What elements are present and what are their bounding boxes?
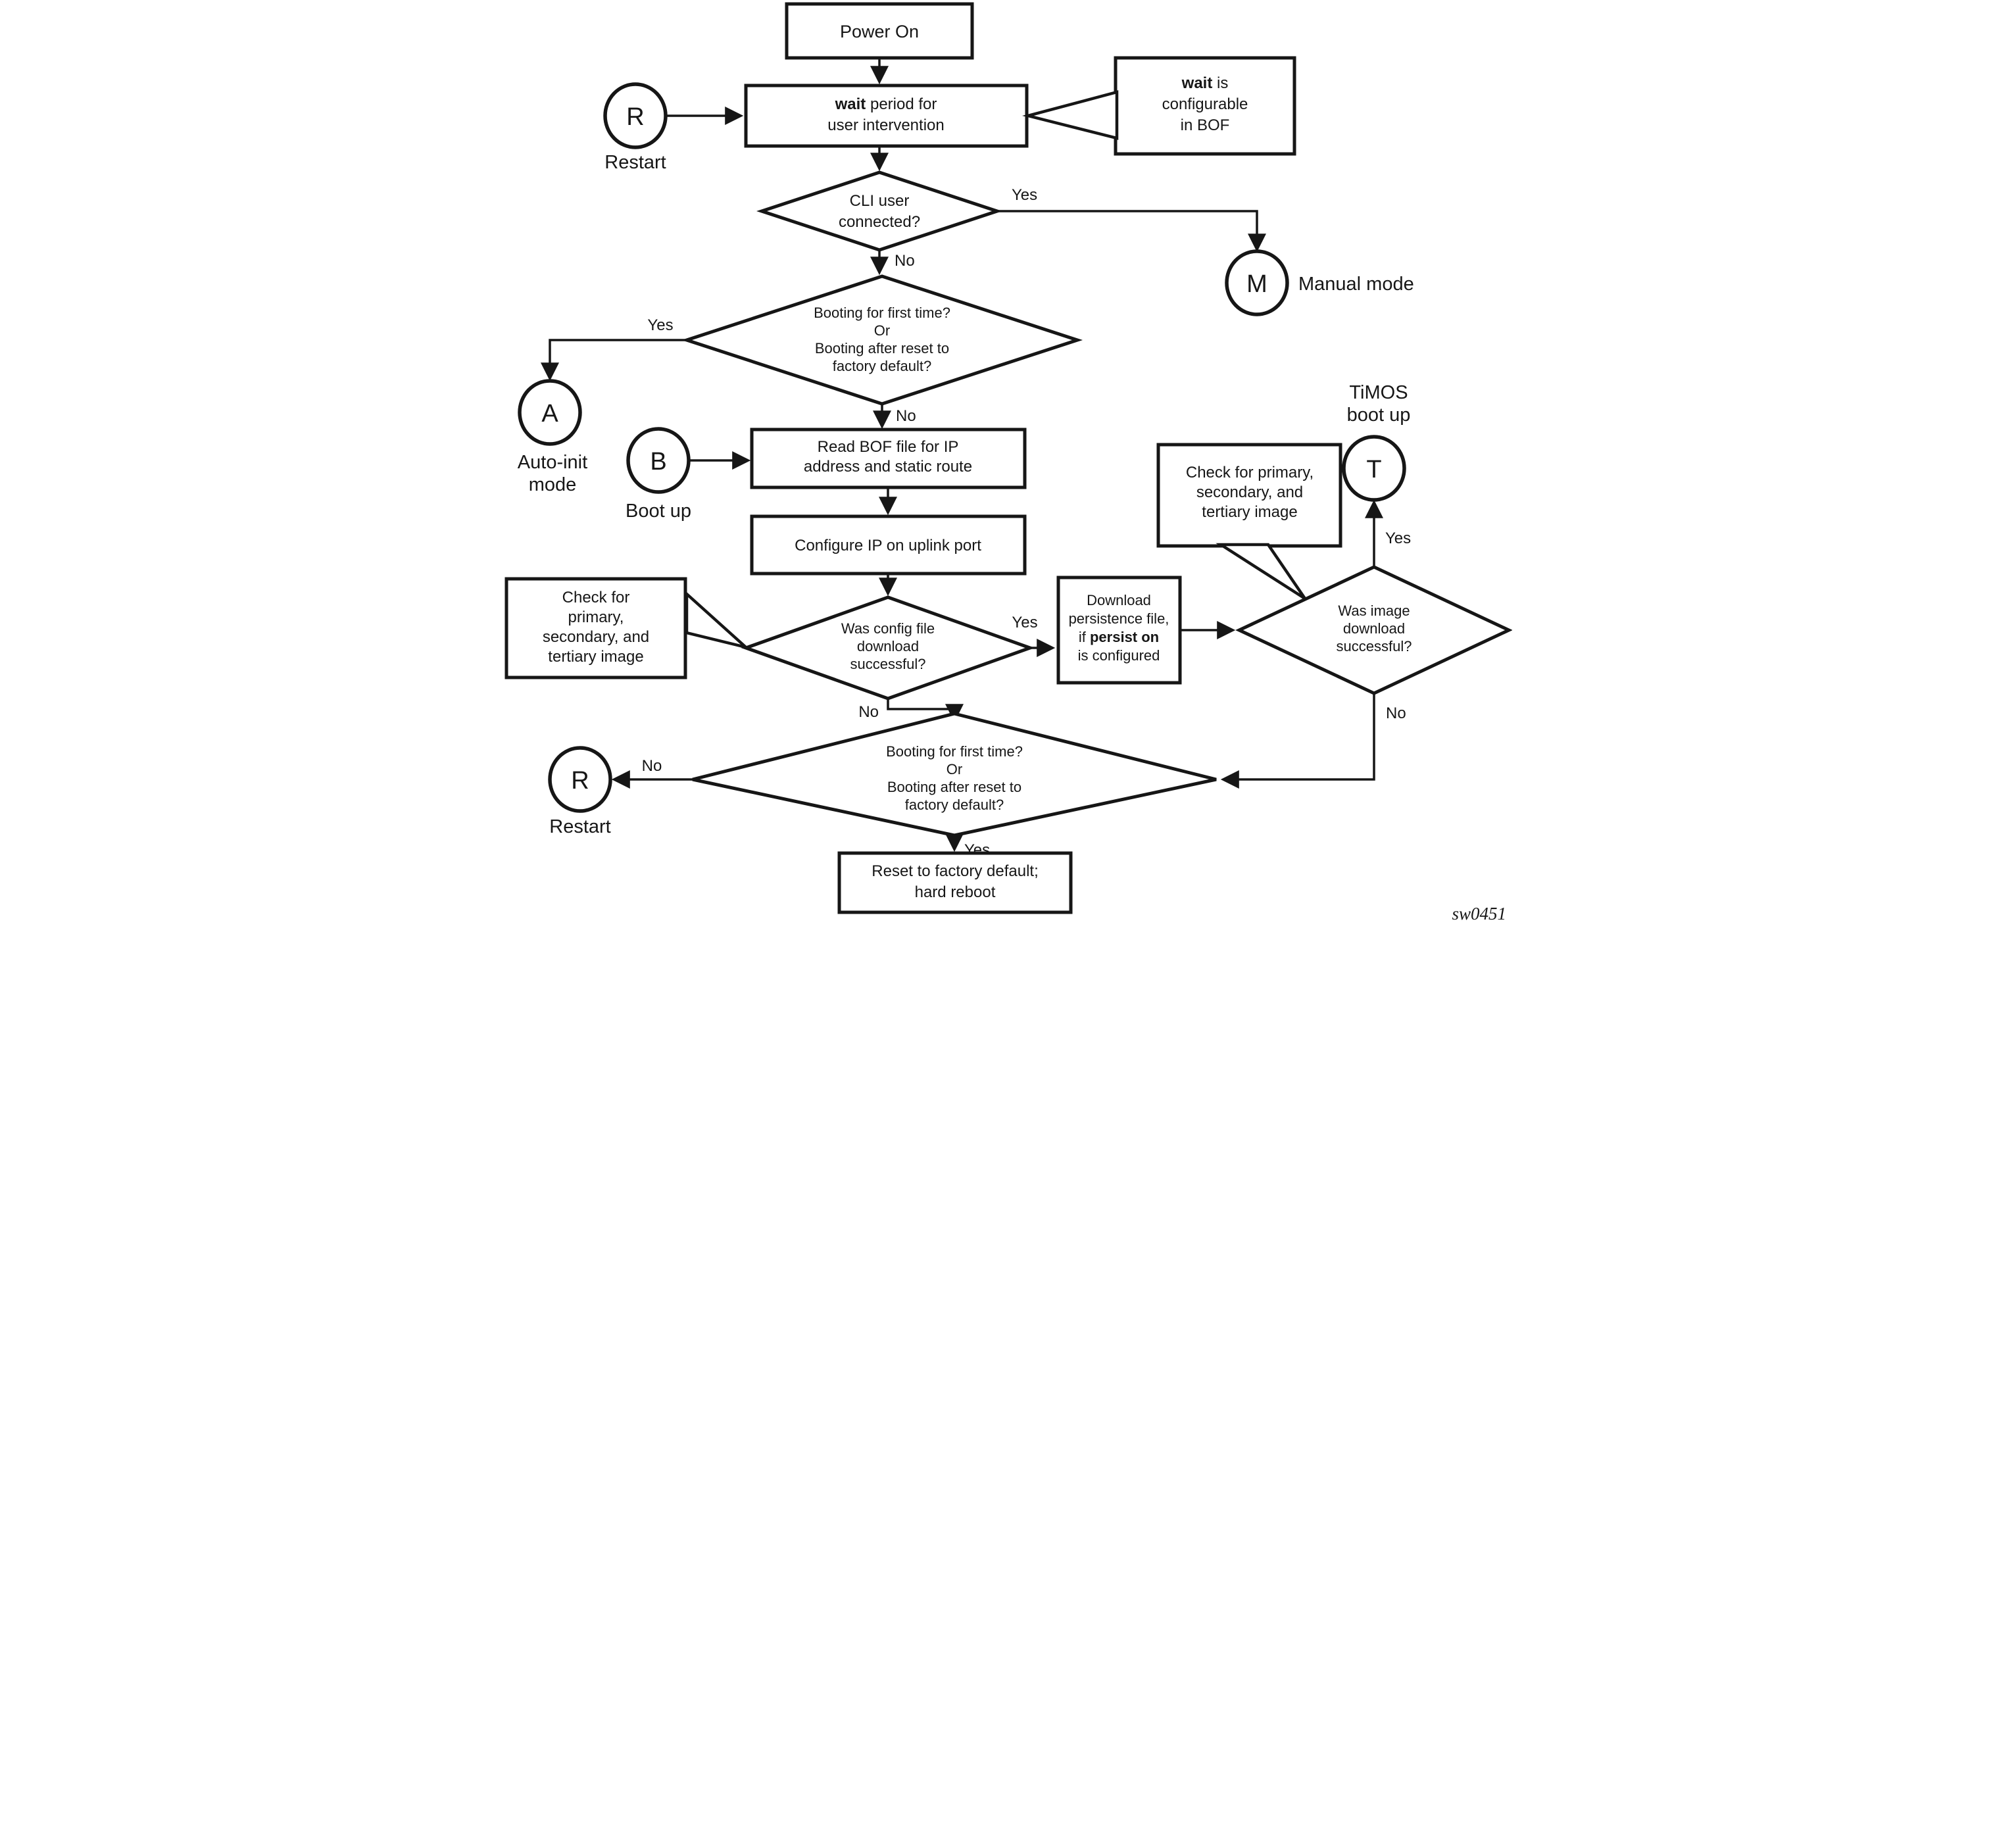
restart-top-circle [603, 82, 668, 149]
image-callout-left-line4: tertiary image [548, 648, 643, 666]
power-on-label: Power On [840, 22, 919, 41]
boot-up-circle [626, 427, 691, 494]
read-bof-line1: Read BOF file for IP [818, 438, 959, 456]
image-download-diamond [1235, 565, 1512, 695]
connectors [541, 58, 1383, 852]
timos-letter: T [1366, 456, 1381, 483]
boot-up-label: Boot up [626, 501, 691, 522]
boot-top-no-label: No [896, 407, 916, 425]
boot-bottom-line1: Booting for first time? [886, 743, 1023, 760]
image-callout-left-line2: primary, [568, 608, 624, 626]
image-callout-right-line1: Check for primary, [1186, 464, 1314, 481]
timos-label2: boot up [1347, 405, 1411, 426]
image-callout-right-box [1156, 443, 1342, 548]
config-diamond-line1: Was config file [841, 620, 935, 637]
configure-ip-box [750, 514, 1027, 576]
image-diamond-line2: download [1343, 620, 1405, 637]
download-persistence-box [1056, 576, 1182, 685]
configure-ip-label: Configure IP on uplink port [795, 537, 981, 554]
boot-bottom-line4: factory default? [905, 797, 1004, 813]
manual-mode-circle [1225, 249, 1289, 316]
download-line2: persistence file, [1069, 610, 1169, 627]
wait-callout-tail [1022, 90, 1119, 140]
reset-factory-box [837, 851, 1073, 914]
boot-flowchart-svg: Power On wait period for user interventi… [504, 2, 1512, 923]
edge-bootdiamond-yes-to-autoinit [541, 339, 687, 381]
wait-period-line2: user intervention [827, 116, 944, 134]
auto-init-label2: mode [529, 474, 577, 495]
image-callout-left-box [504, 577, 687, 679]
image-diamond-line3: successful? [1337, 638, 1412, 654]
cli-yes-label: Yes [1012, 186, 1037, 204]
cli-diamond-line2: connected? [839, 213, 920, 231]
wait-callout-line3: in BOF [1181, 116, 1230, 134]
booting-first-time-top-diamond [681, 274, 1083, 406]
config-download-diamond [741, 595, 1035, 701]
config-diamond-line3: successful? [850, 656, 926, 672]
boot-top-line3: Booting after reset to [815, 340, 949, 357]
reset-line1: Reset to factory default; [872, 862, 1038, 880]
timos-label1: TiMOS [1349, 382, 1408, 403]
cli-no-label: No [895, 252, 915, 270]
restart-bottom-letter: R [571, 767, 589, 795]
auto-init-letter: A [541, 400, 558, 428]
config-diamond-line2: download [857, 638, 919, 654]
wait-callout-line2: configurable [1162, 95, 1248, 113]
edge-imagediamond-no-to-bottomdiamond [1220, 693, 1375, 789]
image-diamond-line1: Was image [1338, 603, 1410, 619]
reset-line2: hard reboot [915, 883, 996, 901]
download-line1: Download [1087, 592, 1151, 608]
image-callout-left-line1: Check for [562, 589, 630, 606]
read-bof-box [750, 428, 1027, 489]
flowchart-canvas: Power On wait period for user interventi… [504, 0, 1512, 923]
restart-bottom-label: Restart [549, 816, 610, 837]
manual-mode-letter: M [1246, 270, 1267, 298]
wait-period-box [744, 84, 1029, 148]
wait-callout-box [1114, 56, 1296, 156]
download-line3: if persist on [1079, 629, 1159, 645]
boot-top-line1: Booting for first time? [814, 305, 950, 321]
restart-top-letter: R [626, 103, 644, 131]
boot-top-yes-label: Yes [647, 316, 673, 334]
image-callout-right-line3: tertiary image [1202, 503, 1297, 521]
wait-period-line1: wait period for [835, 95, 937, 113]
boot-bottom-line2: Or [947, 761, 962, 777]
restart-bottom-circle [548, 746, 612, 813]
image-callout-left-tail [685, 590, 747, 649]
cli-diamond-line1: CLI user [850, 192, 910, 210]
auto-init-label1: Auto-init [518, 452, 587, 473]
power-on-box [785, 2, 974, 60]
boot-bottom-line3: Booting after reset to [887, 779, 1021, 795]
restart-top-label: Restart [604, 152, 666, 173]
boot-up-letter: B [650, 448, 666, 476]
config-no-label: No [858, 703, 879, 721]
config-yes-label: Yes [1012, 614, 1037, 631]
image-callout-right-tail [1216, 543, 1306, 600]
image-no-label: No [1386, 704, 1406, 722]
download-line4: is configured [1078, 647, 1160, 664]
cli-connected-diamond [756, 170, 1002, 252]
boot-bottom-no-label: No [642, 757, 662, 775]
booting-first-time-bottom-diamond [692, 712, 1217, 837]
timos-circle [1342, 435, 1406, 502]
manual-mode-label: Manual mode [1298, 274, 1414, 295]
boot-top-line4: factory default? [833, 358, 931, 374]
watermark-label: sw0451 [1452, 904, 1506, 923]
edge-cli-yes-to-manual [997, 210, 1266, 253]
read-bof-line2: address and static route [804, 458, 972, 476]
auto-init-circle [518, 379, 582, 446]
boot-top-line2: Or [874, 322, 890, 339]
wait-callout-line1: wait is [1181, 74, 1229, 92]
image-yes-label: Yes [1385, 529, 1411, 547]
image-callout-left-line3: secondary, and [543, 628, 649, 646]
image-callout-right-line2: secondary, and [1196, 483, 1303, 501]
